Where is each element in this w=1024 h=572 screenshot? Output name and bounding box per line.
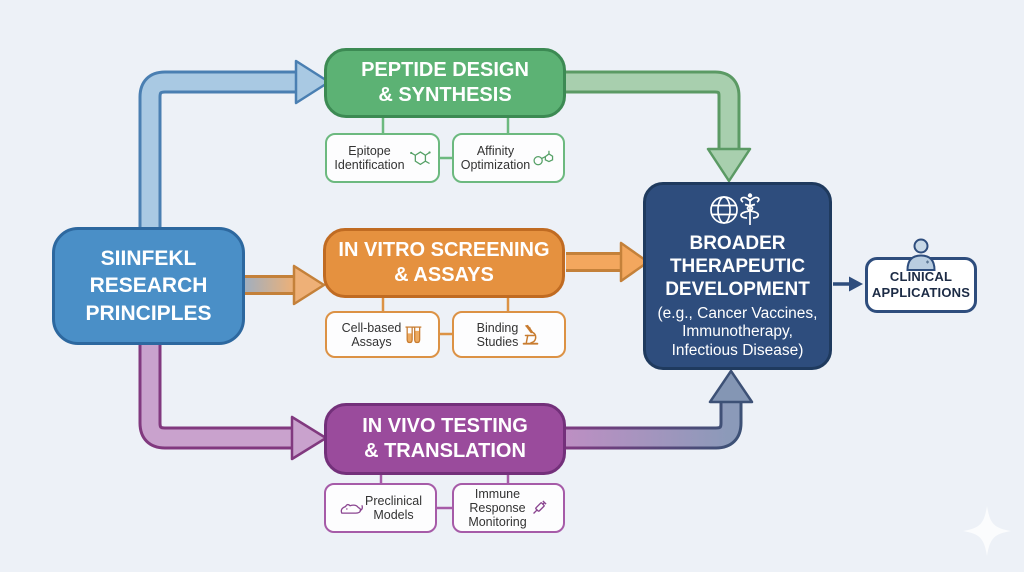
epitope-identification-label: Epitope Identification [334, 144, 405, 172]
arrow-peptide-to-hub [566, 70, 752, 183]
in-vivo-testing-title: IN VIVO TESTING & TRANSLATION [362, 415, 528, 462]
arrow-source-to-invivo [138, 342, 328, 461]
arrow-invivo-to-hub [566, 369, 754, 450]
globe-caduceus-icon [707, 191, 769, 232]
source-box-title: SIINFEKL RESEARCH PRINCIPLES [85, 247, 212, 325]
affinity-optimization-box: Affinity Optimization [452, 133, 565, 183]
binding-studies-label: Binding Studies [476, 320, 519, 349]
arrow-source-to-peptide [138, 59, 331, 230]
hub-box: BROADER THERAPEUTIC DEVELOPMENT (e.g., C… [643, 182, 832, 370]
clinical-applications-box: CLINICAL APPLICATIONS [865, 238, 977, 313]
sparkle-watermark [963, 506, 1011, 556]
epitope-identification-box: Epitope Identification [325, 133, 440, 183]
affinity-optimization-label: Affinity Optimization [460, 144, 531, 172]
connector-lines-invitro [381, 296, 510, 336]
in-vitro-screening-box: IN VITRO SCREENING & ASSAYS [323, 228, 565, 298]
source-box: SIINFEKL RESEARCH PRINCIPLES [52, 227, 245, 345]
peptide-design-box: PEPTIDE DESIGN & SYNTHESIS [324, 48, 566, 118]
in-vitro-screening-title: IN VITRO SCREENING & ASSAYS [338, 239, 550, 286]
in-vivo-testing-box: IN VIVO TESTING & TRANSLATION [324, 403, 566, 475]
arrow-source-to-invitro [245, 264, 326, 306]
syringe-icon [529, 498, 549, 518]
hub-subtitle: (e.g., Cancer Vaccines, Immunotherapy, I… [657, 304, 818, 359]
arrow-invitro-to-hub [566, 241, 650, 283]
immune-response-monitoring-box: Immune Response Monitoring [452, 483, 565, 533]
preclinical-models-box: Preclinical Models [324, 483, 437, 533]
mouse-icon [339, 501, 363, 516]
immune-response-monitoring-label: Immune Response Monitoring [468, 487, 527, 529]
molecule-ring-icon [532, 149, 556, 167]
person-icon [902, 238, 940, 271]
connector-lines-peptide [381, 116, 510, 160]
preclinical-models-label: Preclinical Models [365, 494, 422, 522]
microscope-icon [520, 324, 541, 346]
clinical-applications-label: CLINICAL APPLICATIONS [871, 268, 971, 300]
arrow-hub-to-clinical [833, 276, 863, 292]
cell-based-assays-label: Cell-based Assays [341, 320, 402, 349]
test-tubes-icon [403, 324, 423, 346]
hub-title: BROADER THERAPEUTIC DEVELOPMENT [665, 233, 810, 300]
cell-based-assays-box: Cell-based Assays [325, 311, 440, 358]
binding-studies-box: Binding Studies [452, 311, 566, 358]
molecule-icon [407, 147, 431, 169]
peptide-design-title: PEPTIDE DESIGN & SYNTHESIS [361, 59, 529, 106]
